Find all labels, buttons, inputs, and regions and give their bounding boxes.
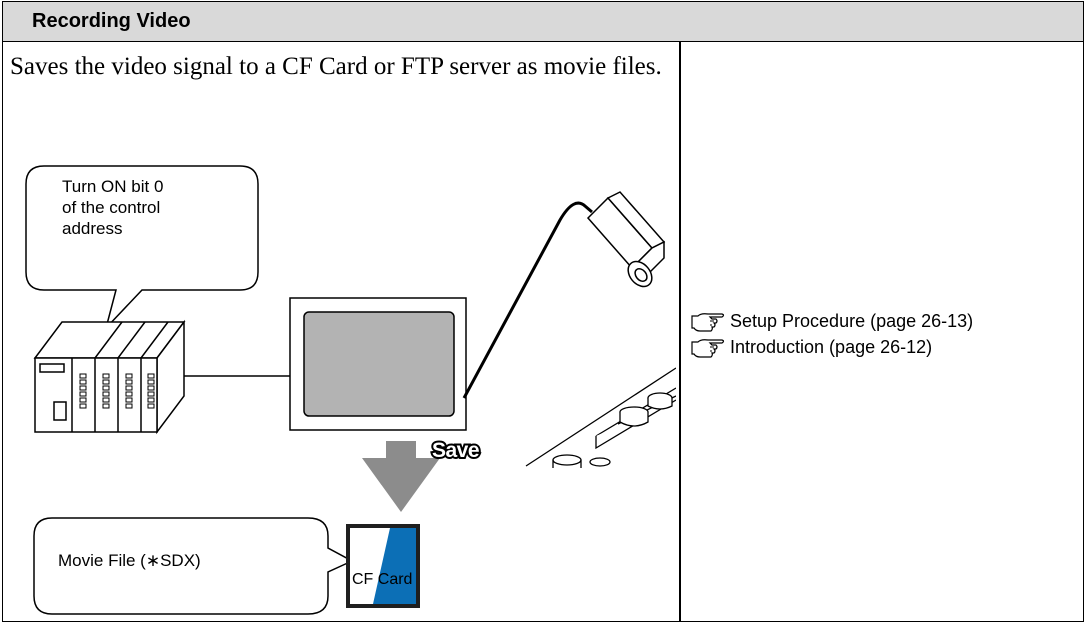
reference-label[interactable]: Setup Procedure (page 26-13): [730, 311, 974, 331]
camera-cable: [462, 201, 593, 399]
description-text: Saves the video signal to a CF Card or F…: [10, 53, 662, 80]
reference-setup-procedure[interactable]: Setup Procedure (page 26-13): [690, 306, 973, 332]
save-arrow-icon: [362, 441, 440, 512]
callout-control-address: Turn ON bit 0 of the control address: [25, 165, 259, 329]
reference-links: Setup Procedure (page 26-13) Introductio…: [690, 306, 973, 358]
reference-introduction[interactable]: Introduction (page 26-12): [690, 332, 973, 358]
recording-diagram: Turn ON bit 0 of the control address: [25, 165, 676, 615]
display-unit-icon: [289, 297, 467, 431]
camera-icon: [586, 191, 666, 288]
callout-line-1: Turn ON bit 0: [62, 177, 163, 196]
callout-line-2: of the control: [62, 198, 160, 217]
cf-card-label: CF Card: [352, 571, 412, 588]
table-header: Recording Video: [3, 2, 1083, 42]
pointing-hand-icon: [691, 313, 725, 332]
callout-movie-file-text: Movie File (∗SDX): [58, 551, 201, 570]
circuit-board-icon: [525, 367, 676, 468]
reference-label[interactable]: Introduction (page 26-12): [730, 337, 933, 357]
cf-card-icon: CF Card: [346, 524, 420, 608]
callout-movie-file: Movie File (∗SDX): [33, 517, 354, 615]
save-label: Save: [432, 439, 479, 462]
callout-line-3: address: [62, 219, 122, 238]
pointing-hand-icon: [691, 339, 725, 358]
header-title: Recording Video: [32, 10, 191, 32]
plc-device-icon: [33, 319, 186, 435]
column-divider: [679, 42, 681, 621]
